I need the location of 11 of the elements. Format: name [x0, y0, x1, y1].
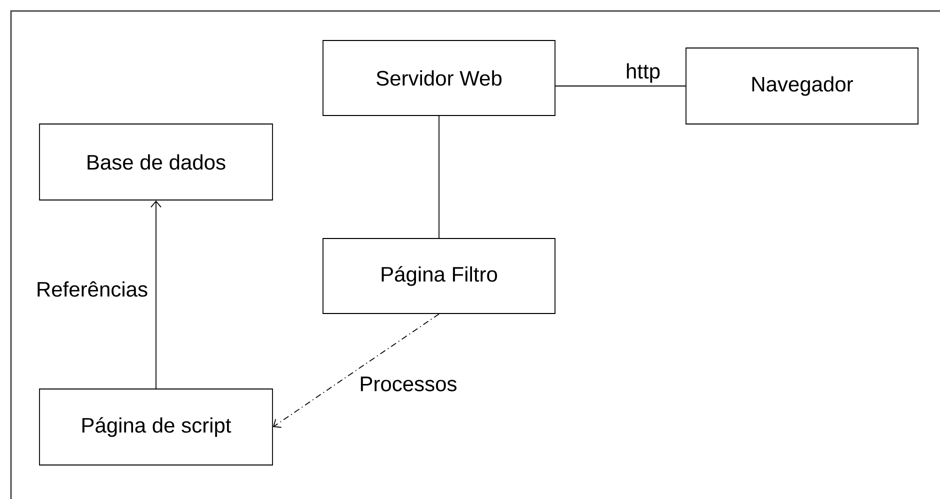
edge-label: Referências [34, 280, 150, 298]
process-box: Página de script [39, 388, 273, 466]
connector [438, 116, 440, 238]
process-box: Base de dados [39, 124, 273, 200]
process-box: Navegador [686, 48, 918, 124]
process-box: Página Filtro [322, 238, 556, 314]
connector [272, 314, 440, 428]
process-box: Servidor Web [322, 40, 556, 116]
edge-label: Processos [358, 376, 458, 392]
connector [150, 200, 162, 389]
edge-label: http [624, 62, 662, 84]
